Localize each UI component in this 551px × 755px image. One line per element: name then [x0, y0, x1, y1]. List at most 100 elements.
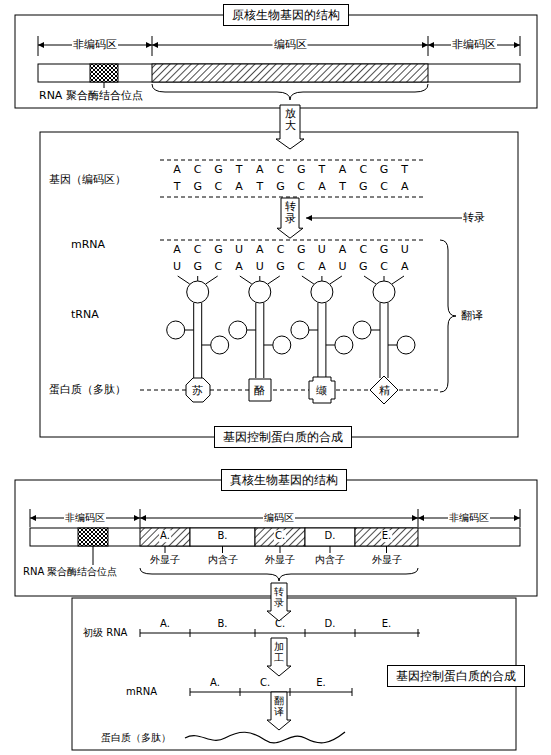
- label: A: [338, 244, 348, 257]
- intron: [305, 528, 355, 546]
- node-text: 基因控制蛋白质的合成: [223, 430, 343, 444]
- label: 转录: [462, 212, 486, 225]
- label: G: [275, 261, 286, 274]
- dna-strand: [160, 160, 425, 197]
- mrna-strand: [160, 240, 425, 241]
- label: C: [358, 164, 368, 177]
- label: B.: [216, 530, 228, 542]
- label: G: [213, 244, 224, 257]
- label: 编码区: [263, 512, 295, 524]
- label: C: [379, 181, 389, 194]
- label: A: [317, 181, 327, 194]
- label: G: [358, 261, 369, 274]
- label: 内含子: [314, 554, 346, 566]
- coding-region: [152, 64, 428, 82]
- arrow-outline: [267, 583, 291, 621]
- label: U: [255, 261, 265, 274]
- pointer-arrow: [306, 218, 462, 219]
- label: T: [255, 181, 264, 194]
- label: 蛋白质（多肽）: [100, 732, 172, 744]
- label: U: [317, 244, 327, 257]
- amino-acid: 缬: [309, 377, 335, 403]
- label: T: [235, 164, 244, 177]
- intron: [190, 528, 255, 546]
- arrow-outline: [277, 198, 303, 238]
- panel-frame: [72, 598, 516, 750]
- label: RNA 聚合酶结合位点: [38, 90, 144, 103]
- label: T: [173, 181, 182, 194]
- label: A: [172, 244, 182, 257]
- label: A.: [159, 530, 171, 542]
- node-text: 酪: [254, 383, 265, 398]
- label: 非编码区: [72, 39, 118, 52]
- leader-line: [93, 546, 94, 565]
- label: A: [255, 164, 265, 177]
- label: T: [338, 181, 347, 194]
- node-text: 基因控制蛋白质的合成: [396, 669, 516, 683]
- section-frame: [15, 480, 537, 596]
- label: C: [276, 164, 286, 177]
- shape-outline: [186, 378, 210, 402]
- label: A: [400, 261, 410, 274]
- gene-bar: [30, 528, 520, 546]
- dimension-ticks: [30, 509, 520, 527]
- shape-outline: [370, 376, 398, 404]
- trna-symbol: [229, 276, 291, 378]
- label: 蛋白质（多肽）: [48, 384, 127, 397]
- trna-symbol: [291, 276, 353, 378]
- node-text: 翻译: [274, 692, 284, 717]
- label: 内含子: [207, 554, 239, 566]
- polypeptide: [185, 732, 345, 743]
- label: C.: [259, 677, 271, 689]
- label: G: [192, 261, 203, 274]
- label: T: [318, 164, 327, 177]
- label: 非编码区: [64, 512, 106, 524]
- label: E.: [381, 618, 393, 630]
- node-text: 精: [379, 383, 390, 398]
- panel-frame: [40, 132, 518, 437]
- label: C: [193, 164, 203, 177]
- exon: [140, 528, 190, 546]
- label: D.: [324, 618, 337, 630]
- arrow-outline: [267, 638, 291, 676]
- brace: [152, 84, 428, 100]
- label: G: [379, 164, 390, 177]
- label: 非编码区: [451, 39, 497, 52]
- label: T: [400, 164, 409, 177]
- label: C: [296, 261, 306, 274]
- label: E.: [381, 530, 393, 542]
- exon: [355, 528, 418, 546]
- label: G: [296, 164, 307, 177]
- label: 非编码区: [448, 512, 490, 524]
- label: A: [172, 164, 182, 177]
- label: G: [192, 181, 203, 194]
- title-box: 原核生物基因的结构: [223, 4, 349, 26]
- label: 编码区: [273, 39, 308, 52]
- label: C: [214, 181, 224, 194]
- label: C: [358, 244, 368, 257]
- arrow-outline: [276, 105, 304, 149]
- label: 初级 RNA: [82, 627, 128, 639]
- node-text: 原核生物基因的结构: [232, 8, 340, 22]
- node-text: 转录: [274, 583, 284, 608]
- label: RNA 聚合酶结合位点: [22, 566, 118, 578]
- label: D.: [324, 530, 337, 542]
- primary-rna: [140, 629, 420, 637]
- label: C: [276, 244, 286, 257]
- hollow-arrow: 转录: [267, 583, 291, 621]
- dimension-ticks: [38, 36, 520, 56]
- label: G: [379, 244, 390, 257]
- node-text: 缬: [316, 383, 327, 398]
- node-text: 苏: [192, 383, 203, 398]
- brace: [140, 568, 418, 581]
- label: mRNA: [70, 239, 106, 252]
- label: G: [213, 164, 224, 177]
- label: C: [193, 244, 203, 257]
- caption-box: 基因控制蛋白质的合成: [387, 665, 525, 687]
- label: 外显子: [371, 554, 403, 566]
- node-text: 真核生物基因的结构: [230, 473, 338, 487]
- amino-acid: 苏: [186, 378, 210, 402]
- label: 外显子: [264, 554, 296, 566]
- label: A.: [209, 677, 221, 689]
- label: U: [172, 261, 182, 274]
